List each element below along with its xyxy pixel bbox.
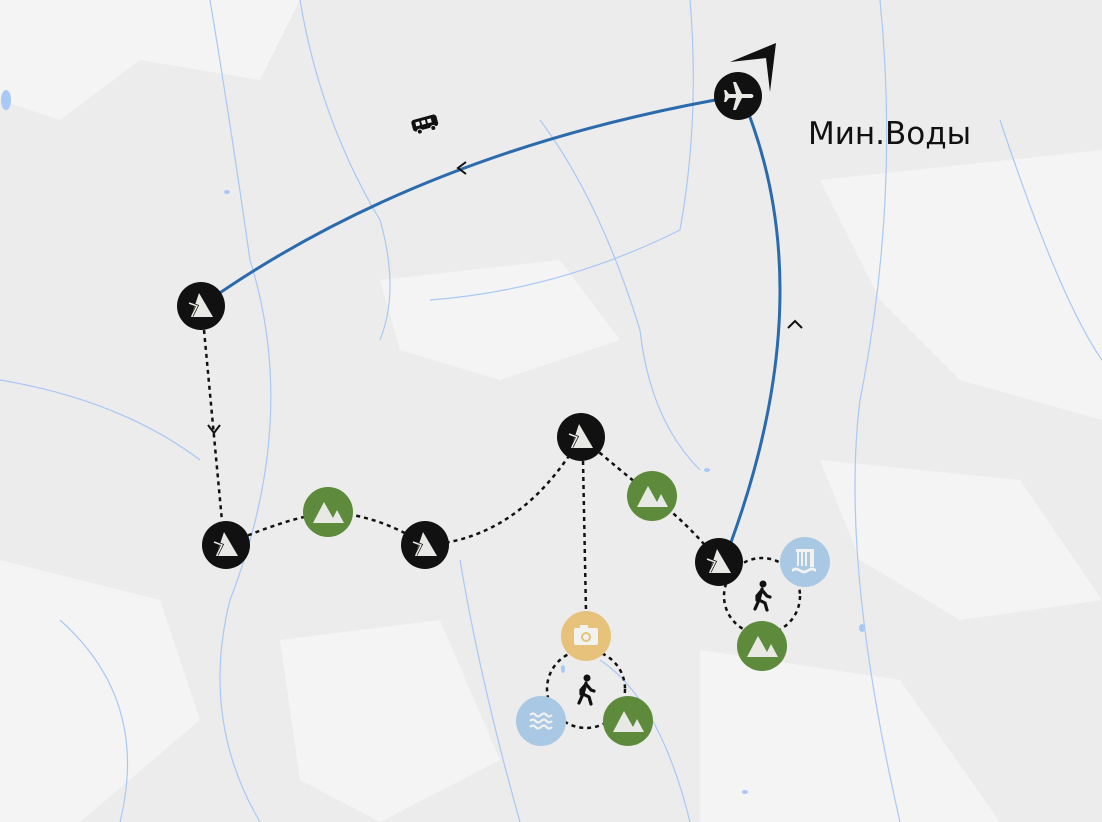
camera-icon — [574, 625, 598, 645]
north-arrow-icon — [730, 43, 776, 92]
flight-route-to-camp — [200, 94, 739, 308]
bus-icon — [411, 114, 439, 135]
waterfall-icon — [792, 549, 816, 574]
photo-spot-marker[interactable] — [561, 611, 611, 661]
camp-marker-tent-icon[interactable] — [200, 519, 252, 571]
route-arrow-icon — [207, 424, 221, 435]
hiker-icon — [753, 578, 772, 612]
lakes-layer — [1, 90, 865, 794]
hiker-icon — [577, 672, 596, 706]
camp-marker-tent-icon[interactable] — [175, 280, 227, 332]
plane-icon — [724, 82, 754, 110]
mountain-marker-mountain-icon[interactable] — [737, 621, 787, 671]
camp-marker-tent-icon[interactable] — [693, 536, 745, 588]
mountain-marker-mountain-icon[interactable] — [603, 696, 653, 746]
route-arrow-icon — [456, 161, 467, 175]
waterfall-marker[interactable] — [780, 537, 830, 587]
flight-route-return — [728, 111, 782, 546]
route-arrow-icon — [787, 319, 803, 329]
camp-marker-tent-icon[interactable] — [555, 411, 607, 463]
lake-marker[interactable] — [516, 696, 566, 746]
camp-marker-tent-icon[interactable] — [399, 519, 451, 571]
mountain-marker-mountain-icon[interactable] — [627, 471, 677, 521]
mountain-marker-mountain-icon[interactable] — [303, 487, 353, 537]
airport-marker[interactable] — [714, 72, 762, 120]
water-icon — [529, 712, 553, 730]
city-label: Мин.Воды — [808, 116, 972, 152]
